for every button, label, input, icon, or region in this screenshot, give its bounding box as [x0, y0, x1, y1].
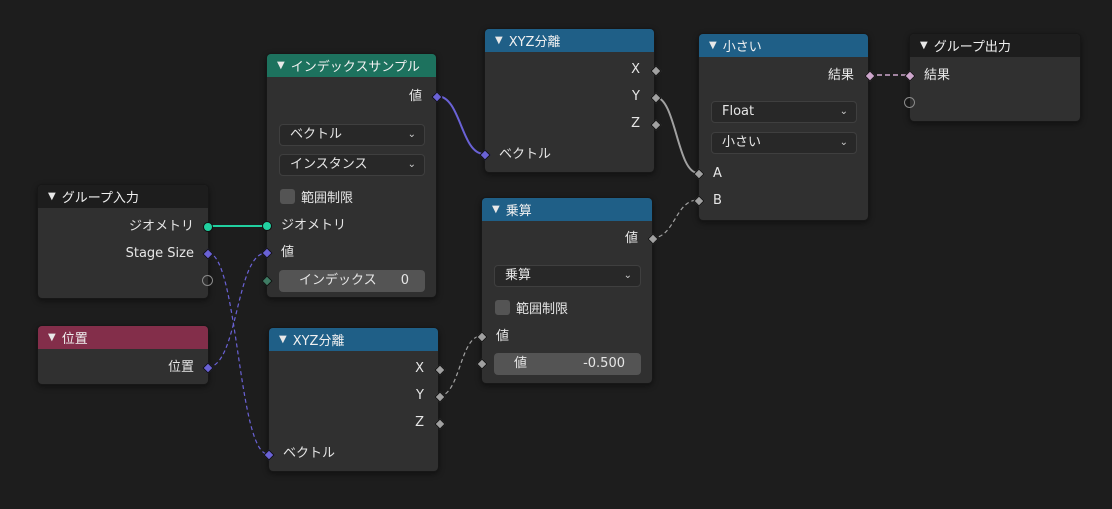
chevron-down-icon: ⌄ — [407, 129, 416, 140]
output-z-label: Z — [415, 415, 424, 430]
group-input-node[interactable]: ▼ グループ入力 ジオメトリ Stage Size — [37, 184, 214, 299]
clamp-checkbox-row[interactable]: 範囲制限 — [280, 186, 353, 206]
output-y-label: Y — [416, 388, 424, 403]
node-header[interactable]: ▼ グループ出力 — [910, 34, 1080, 57]
domain-dropdown[interactable]: インスタンス ⌄ — [279, 154, 425, 176]
node-title: 乗算 — [505, 204, 532, 219]
clamp-checkbox-row[interactable]: 範囲制限 — [495, 297, 568, 317]
node-header[interactable]: ▼ グループ入力 — [38, 185, 208, 208]
chevron-down-icon[interactable]: ▼ — [48, 332, 56, 343]
geometry-socket-icon[interactable] — [203, 222, 213, 232]
integer-socket-icon[interactable] — [261, 275, 273, 287]
input-value-label: 値 — [281, 245, 295, 260]
output-z-label: Z — [631, 116, 640, 131]
output-stage-size-label: Stage Size — [125, 246, 194, 261]
link-position-to-sample-value[interactable] — [207, 252, 267, 368]
chevron-down-icon: ⌄ — [407, 159, 416, 170]
node-title: インデックスサンプル — [290, 60, 420, 75]
dropdown-value: 乗算 — [505, 268, 532, 283]
node-header[interactable]: ▼ インデックスサンプル — [267, 54, 436, 77]
multiply-node[interactable]: ▼ 乗算 値 乗算 ⌄ 範囲制限 値 値 -0.500 — [476, 197, 659, 384]
link-separate-y-to-multiply-value[interactable] — [438, 335, 482, 397]
node-title: グループ入力 — [61, 191, 139, 206]
input-geometry-label: ジオメトリ — [281, 218, 347, 233]
node-header[interactable]: ▼ XYZ分離 — [485, 29, 654, 52]
geometry-socket-icon[interactable] — [262, 221, 272, 231]
output-x-label: X — [415, 361, 424, 376]
node-header[interactable]: ▼ 小さい — [699, 34, 868, 57]
index-field[interactable]: インデックス 0 — [279, 270, 425, 292]
link-stage-size-to-separate-vector[interactable] — [207, 252, 269, 455]
chevron-down-icon[interactable]: ▼ — [495, 35, 503, 46]
output-position-label: 位置 — [167, 360, 194, 375]
clamp-label: 範囲制限 — [301, 190, 354, 206]
output-y-label: Y — [632, 89, 640, 104]
separate-xyz-node-top[interactable]: ▼ XYZ分離 X Y Z ベクトル — [479, 28, 662, 173]
value-field-label: 値 — [514, 356, 528, 371]
node-header[interactable]: ▼ 乗算 — [482, 198, 652, 221]
separate-xyz-node-bottom[interactable]: ▼ XYZ分離 X Y Z ベクトル — [263, 327, 446, 472]
node-title: グループ出力 — [933, 40, 1011, 55]
index-field-label: インデックス — [299, 273, 377, 288]
input-result-label: 結果 — [924, 68, 951, 83]
node-title: 位置 — [61, 332, 88, 347]
dropdown-value: ベクトル — [290, 127, 343, 142]
input-vector-label: ベクトル — [283, 446, 336, 461]
position-node[interactable]: ▼ 位置 位置 — [37, 325, 214, 385]
input-vector-label: ベクトル — [499, 147, 552, 162]
output-geometry-label: ジオメトリ — [128, 219, 194, 234]
node-title: XYZ分離 — [508, 35, 561, 50]
node-title: XYZ分離 — [292, 334, 345, 349]
chevron-down-icon[interactable]: ▼ — [279, 334, 287, 345]
chevron-down-icon[interactable]: ▼ — [492, 204, 500, 215]
group-output-node[interactable]: ▼ グループ出力 結果 — [904, 33, 1081, 122]
dropdown-value: インスタンス — [290, 157, 368, 172]
chevron-down-icon[interactable]: ▼ — [709, 40, 717, 51]
data-type-dropdown[interactable]: ベクトル ⌄ — [279, 124, 425, 146]
clamp-label: 範囲制限 — [516, 301, 569, 317]
value-field[interactable]: 値 -0.500 — [494, 353, 641, 375]
node-header[interactable]: ▼ XYZ分離 — [269, 328, 438, 351]
chevron-down-icon[interactable]: ▼ — [920, 40, 928, 51]
less-than-node[interactable]: ▼ 小さい 結果 Float ⌄ 小さい ⌄ A B — [693, 33, 876, 221]
index-field-value: 0 — [400, 273, 409, 288]
input-a-label: A — [713, 166, 722, 181]
value-field-value: -0.500 — [583, 356, 625, 371]
chevron-down-icon: ⌄ — [839, 137, 848, 148]
sample-index-node[interactable]: ▼ インデックスサンプル 値 ベクトル ⌄ インスタンス ⌄ 範囲制限 ジオメト… — [261, 53, 443, 298]
dropdown-value: Float — [722, 104, 755, 119]
link-separate-y-to-less-a[interactable] — [654, 96, 699, 174]
output-result-label: 結果 — [827, 68, 854, 83]
empty-socket-icon[interactable] — [202, 275, 213, 286]
chevron-down-icon[interactable]: ▼ — [277, 60, 285, 71]
output-x-label: X — [631, 62, 640, 77]
type-dropdown[interactable]: Float ⌄ — [711, 101, 857, 123]
clamp-checkbox[interactable] — [495, 299, 510, 315]
input-b-label: B — [713, 193, 722, 208]
clamp-checkbox[interactable] — [280, 188, 295, 204]
output-value-label: 値 — [408, 89, 422, 104]
input-value-label: 値 — [496, 329, 510, 344]
chevron-down-icon: ⌄ — [623, 270, 632, 281]
chevron-down-icon: ⌄ — [839, 106, 848, 117]
operation-dropdown[interactable]: 小さい ⌄ — [711, 132, 857, 154]
node-title: 小さい — [722, 40, 762, 55]
link-multiply-to-less-b[interactable] — [651, 199, 699, 239]
link-sample-value-to-separate-vector[interactable] — [436, 95, 485, 155]
operation-dropdown[interactable]: 乗算 ⌄ — [494, 265, 641, 287]
empty-socket-icon[interactable] — [904, 97, 915, 108]
float-socket-icon[interactable] — [476, 358, 488, 370]
output-value-label: 値 — [624, 231, 638, 246]
dropdown-value: 小さい — [722, 135, 762, 150]
chevron-down-icon[interactable]: ▼ — [48, 191, 56, 202]
node-header[interactable]: ▼ 位置 — [38, 326, 208, 349]
